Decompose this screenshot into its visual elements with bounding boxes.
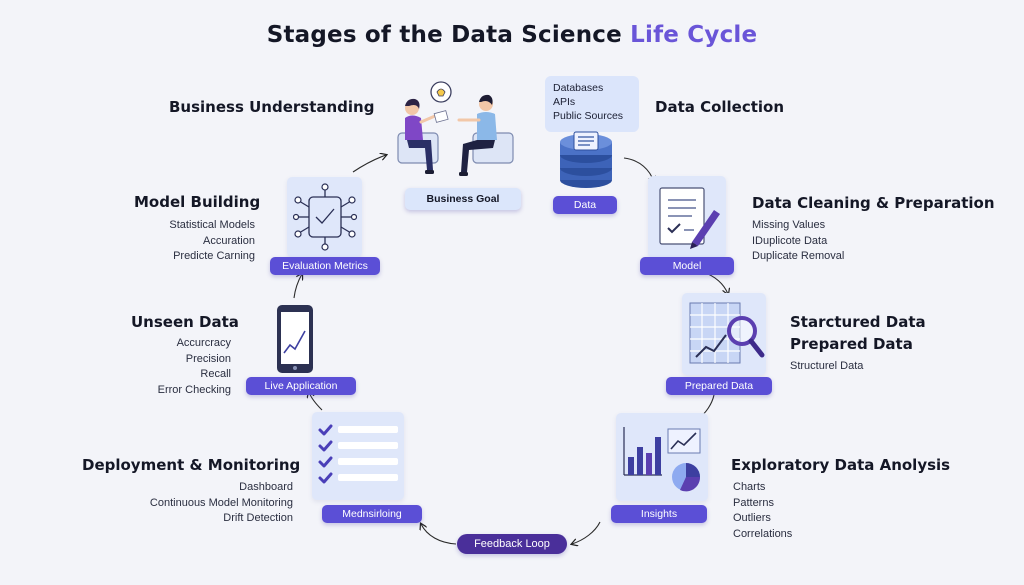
eda-card bbox=[616, 413, 708, 501]
list-item: Statistical Models bbox=[169, 219, 255, 231]
page-title: Stages of the Data Science Life Cycle bbox=[0, 22, 1024, 48]
list-item: Patterns bbox=[733, 496, 774, 509]
data-sources-box: Databases APIs Public Sources bbox=[545, 76, 639, 132]
model-building-list: Statistical Models Accuration Predicte C… bbox=[130, 218, 255, 265]
title-main: Stages of the Data Science bbox=[266, 22, 631, 48]
data-badge: Data bbox=[553, 196, 617, 214]
eda-heading: Exploratory Data Anolysis bbox=[731, 456, 951, 474]
list-item: Outliers bbox=[733, 512, 771, 524]
data-source-item: Public Sources bbox=[553, 110, 624, 122]
smartphone-icon bbox=[277, 305, 313, 373]
people-discussion-icon bbox=[397, 81, 514, 176]
neural-network-icon bbox=[293, 183, 357, 251]
arrow-model-to-business bbox=[352, 155, 386, 173]
list-item: IDuplicote Data bbox=[752, 234, 828, 247]
title-accent: Life Cycle bbox=[630, 22, 758, 48]
list-item: Continuous Model Monitoring bbox=[149, 496, 293, 509]
list-item: Error Checking bbox=[157, 383, 231, 396]
business-understanding-heading: Business Understanding bbox=[169, 98, 375, 116]
unseen-data-list: Accurcracy Precision Recall Error Checki… bbox=[120, 336, 231, 398]
list-item: Drift Detection bbox=[223, 512, 293, 524]
insights-badge: Insights bbox=[611, 505, 707, 523]
list-item: Duplicate Removal bbox=[752, 250, 845, 262]
data-cleaning-card bbox=[648, 176, 726, 258]
model-building-card bbox=[287, 177, 362, 257]
data-source-item: APIs bbox=[553, 96, 576, 108]
list-item: Charts bbox=[733, 481, 766, 493]
data-cleaning-list: Missing Values IDuplicote Data Duplicate… bbox=[752, 218, 844, 265]
data-cleaning-heading: Data Cleaning & Preparation bbox=[752, 194, 995, 212]
prepared-data-badge: Prepared Data bbox=[666, 377, 772, 395]
model-badge: Model bbox=[640, 257, 734, 275]
arrow-eda-to-feedback bbox=[572, 521, 601, 544]
spreadsheet-magnifier-icon bbox=[689, 302, 765, 364]
prepared-data-card bbox=[682, 293, 766, 375]
charts-icon bbox=[623, 427, 701, 492]
model-building-heading: Model Building bbox=[134, 193, 261, 211]
monitoring-badge: Mednsirloing bbox=[322, 505, 422, 523]
feedback-loop-badge: Feedback Loop bbox=[457, 534, 567, 554]
eda-list: Charts Patterns Outliers Correlations bbox=[733, 480, 792, 542]
deployment-list: Dashboard Continuous Model Monitoring Dr… bbox=[100, 480, 293, 527]
database-icon bbox=[560, 131, 612, 188]
evaluation-metrics-badge: Evaluation Metrics bbox=[270, 257, 380, 275]
structured-data-heading: Starctured Data bbox=[790, 313, 926, 331]
structured-data-list: Structurel Data bbox=[790, 359, 863, 375]
unseen-data-heading: Unseen Data bbox=[131, 313, 239, 331]
list-item: Structurel Data bbox=[790, 360, 864, 372]
live-application-badge: Live Application bbox=[246, 377, 356, 395]
arrow-unseen-to-model bbox=[293, 274, 302, 299]
checklist-icon bbox=[318, 424, 398, 484]
arrow-cleaning-to-structured bbox=[702, 271, 728, 294]
list-item: Correlations bbox=[733, 527, 793, 540]
data-collection-heading: Data Collection bbox=[655, 98, 785, 116]
deployment-heading: Deployment & Monitoring bbox=[82, 456, 301, 474]
data-source-item: Databases bbox=[553, 82, 604, 94]
business-goal-badge: Business Goal bbox=[405, 188, 521, 210]
list-item: Predicte Carning bbox=[173, 250, 255, 262]
list-item: Dashboard bbox=[239, 481, 293, 493]
document-pen-icon bbox=[659, 187, 720, 249]
list-item: Accuration bbox=[203, 234, 255, 247]
arrow-feedback-to-deployment bbox=[421, 524, 457, 545]
list-item: Precision bbox=[185, 352, 231, 365]
list-item: Accurcracy bbox=[176, 337, 231, 349]
deployment-card bbox=[312, 412, 404, 500]
list-item: Recall bbox=[200, 368, 231, 380]
prepared-data-heading: Prepared Data bbox=[790, 335, 913, 353]
list-item: Missing Values bbox=[752, 219, 826, 231]
